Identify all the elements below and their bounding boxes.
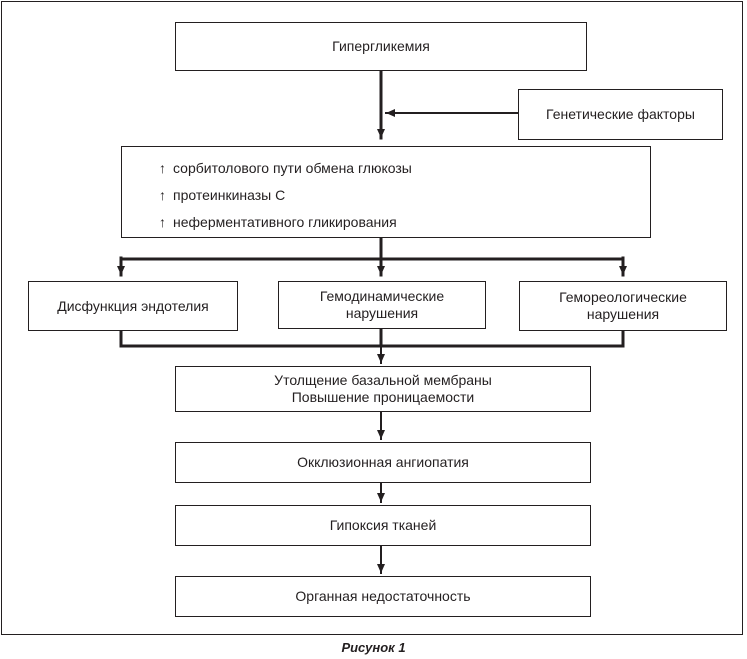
hypoxia-box: Гипоксия тканей xyxy=(175,505,591,546)
hypoxia-label: Гипоксия тканей xyxy=(329,517,437,533)
organ-failure-box: Органная недостаточность xyxy=(175,576,591,617)
up-arrow-icon: ↑ xyxy=(159,214,166,230)
hyperglycemia-box: Гипергликемия xyxy=(175,22,587,71)
angiopathy-label: Окклюзионная ангиопатия xyxy=(297,454,469,470)
angiopathy-box: Окклюзионная ангиопатия xyxy=(175,442,591,483)
genetic-factors-box: Генетические факторы xyxy=(518,89,723,140)
factor-text: протеинкиназы С xyxy=(173,187,286,203)
factors-box: ↑ сорбитолового пути обмена глюкозы ↑ прот… xyxy=(121,146,651,238)
up-arrow-icon: ↑ xyxy=(159,160,166,176)
membrane-label: Утолщение базальной мембраны Повышение п… xyxy=(274,372,492,405)
diagram-frame xyxy=(1,1,743,635)
endothelium-label: Дисфункция эндотелия xyxy=(57,297,209,314)
hyperglycemia-label: Гипергликемия xyxy=(332,38,430,54)
hemodynamic-label: Гемодинамические нарушения xyxy=(319,288,445,321)
factors-list: ↑ сорбитолового пути обмена глюкозы ↑ прот… xyxy=(159,160,412,241)
organ-failure-label: Органная недостаточность xyxy=(295,588,471,604)
figure-caption: Рисунок 1 xyxy=(341,640,406,655)
genetic-factors-label: Генетические факторы xyxy=(546,106,695,122)
factor-sorbitol: ↑ сорбитолового пути обмена глюкозы xyxy=(159,160,412,187)
factor-text: неферментативного гликирования xyxy=(173,214,397,230)
hemodynamic-box: Гемодинамические нарушения xyxy=(278,281,486,329)
hemorheologic-label: Гемореологические нарушения xyxy=(559,289,687,322)
up-arrow-icon: ↑ xyxy=(159,187,166,203)
factor-pkc: ↑ протеинкиназы С xyxy=(159,187,412,214)
hemorheologic-box: Гемореологические нарушения xyxy=(519,281,727,331)
endothelium-box: Дисфункция эндотелия xyxy=(28,281,238,331)
factor-text: сорбитолового пути обмена глюкозы xyxy=(173,160,412,176)
factor-glycation: ↑ неферментативного гликирования xyxy=(159,214,412,241)
membrane-box: Утолщение базальной мембраны Повышение п… xyxy=(175,366,591,412)
